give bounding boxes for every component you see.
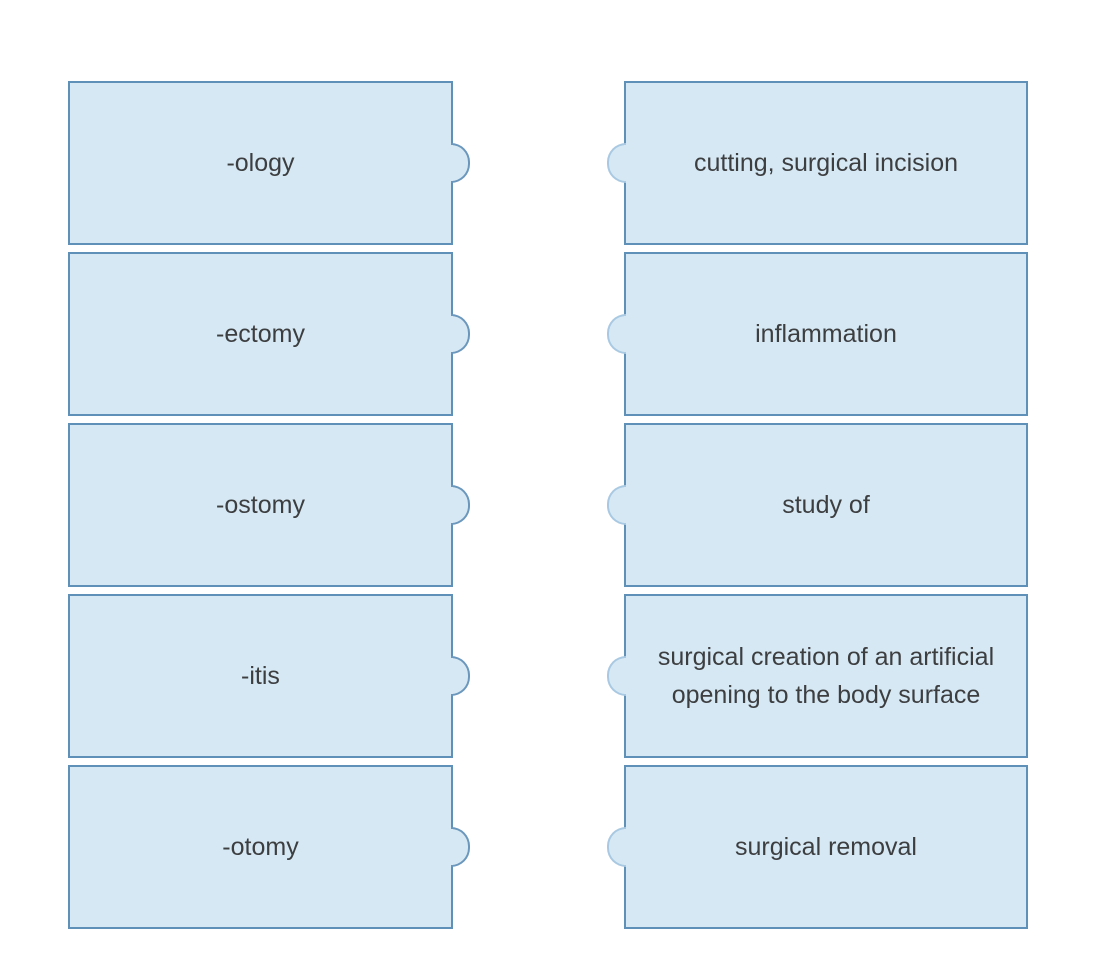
definition-card-study-of[interactable]: study of [624, 423, 1028, 587]
definition-card-artificial-opening[interactable]: surgical creation of an artificial openi… [624, 594, 1028, 758]
term-label: -ostomy [216, 491, 305, 519]
term-label: -ectomy [216, 320, 305, 348]
term-label: -otomy [222, 833, 299, 861]
definition-label: inflammation [755, 320, 897, 348]
term-label: -ology [226, 149, 295, 177]
definition-card-inflammation[interactable]: inflammation [624, 252, 1028, 416]
definition-label: surgical creation of an artificial openi… [657, 643, 995, 709]
terms-column: -ology -ectomy -ostomy -itis -otomy [68, 81, 453, 936]
term-card-ectomy[interactable]: -ectomy [68, 252, 453, 416]
term-card-otomy[interactable]: -otomy [68, 765, 453, 929]
term-card-ostomy[interactable]: -ostomy [68, 423, 453, 587]
definitions-column: cutting, surgical incision inflammation … [624, 81, 1028, 936]
term-card-itis[interactable]: -itis [68, 594, 453, 758]
definition-card-surgical-removal[interactable]: surgical removal [624, 765, 1028, 929]
definition-label: surgical removal [734, 833, 917, 861]
definition-label: study of [782, 491, 870, 519]
term-label: -itis [241, 662, 280, 690]
term-card-ology[interactable]: -ology [68, 81, 453, 245]
definition-label: cutting, surgical incision [693, 149, 958, 177]
definition-card-cutting[interactable]: cutting, surgical incision [624, 81, 1028, 245]
